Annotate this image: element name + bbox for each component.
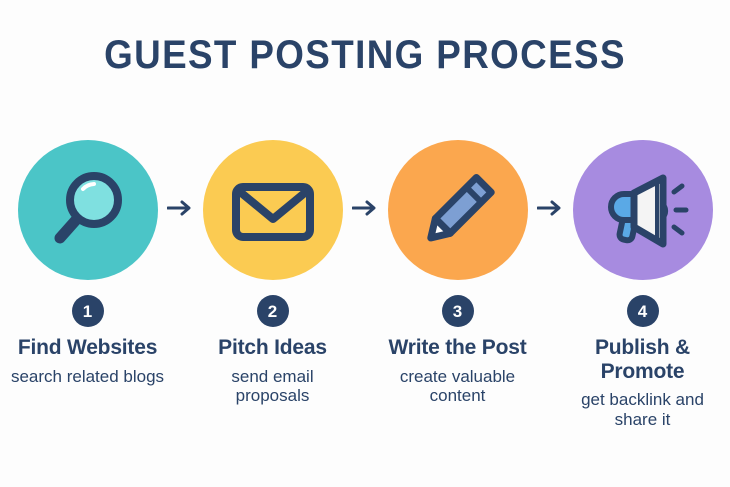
arrow-1-to-2	[165, 140, 195, 280]
step-2-description: send email proposals	[231, 366, 314, 406]
step-3-title: Write the Post	[388, 336, 527, 359]
step-1-icon-circle	[17, 140, 158, 280]
step-2-number-badge: 2	[256, 295, 289, 327]
step-3-write-the-post: 3 Write the Post create valuable content	[375, 140, 540, 406]
arrow-right-icon	[536, 199, 563, 222]
step-2-pitch-ideas: 2 Pitch Ideas send email proposals	[190, 140, 355, 406]
step-1-number-badge: 1	[71, 295, 104, 327]
arrow-2-to-3	[350, 140, 380, 280]
page-title: GUEST POSTING PROCESS	[104, 33, 626, 77]
step-3-description: create valuable content	[399, 366, 516, 406]
step-4-publish-and-promote: 4 Publish & Promote get backlink and sha…	[560, 140, 725, 429]
megaphone-icon	[595, 162, 691, 258]
step-1-title: Find Websites	[17, 336, 158, 359]
pencil-icon	[410, 162, 506, 258]
step-1-description: search related blogs	[10, 366, 165, 386]
arrow-right-icon	[351, 199, 378, 222]
step-4-icon-circle	[572, 140, 713, 280]
magnifier-icon	[40, 162, 136, 258]
step-2-title: Pitch Ideas	[218, 336, 327, 359]
steps-row: 1 Find Websites search related blogs	[0, 140, 730, 429]
envelope-icon	[225, 162, 321, 258]
step-2-icon-circle	[202, 140, 343, 280]
step-3-icon-circle	[387, 140, 528, 280]
step-4-description: get backlink and share it	[581, 390, 704, 429]
arrow-3-to-4	[535, 140, 565, 280]
step-3-number-badge: 3	[441, 295, 474, 327]
arrow-right-icon	[166, 199, 193, 222]
step-1-find-websites: 1 Find Websites search related blogs	[5, 140, 170, 386]
step-4-number-badge: 4	[626, 295, 659, 327]
step-4-title: Publish & Promote	[594, 336, 691, 383]
